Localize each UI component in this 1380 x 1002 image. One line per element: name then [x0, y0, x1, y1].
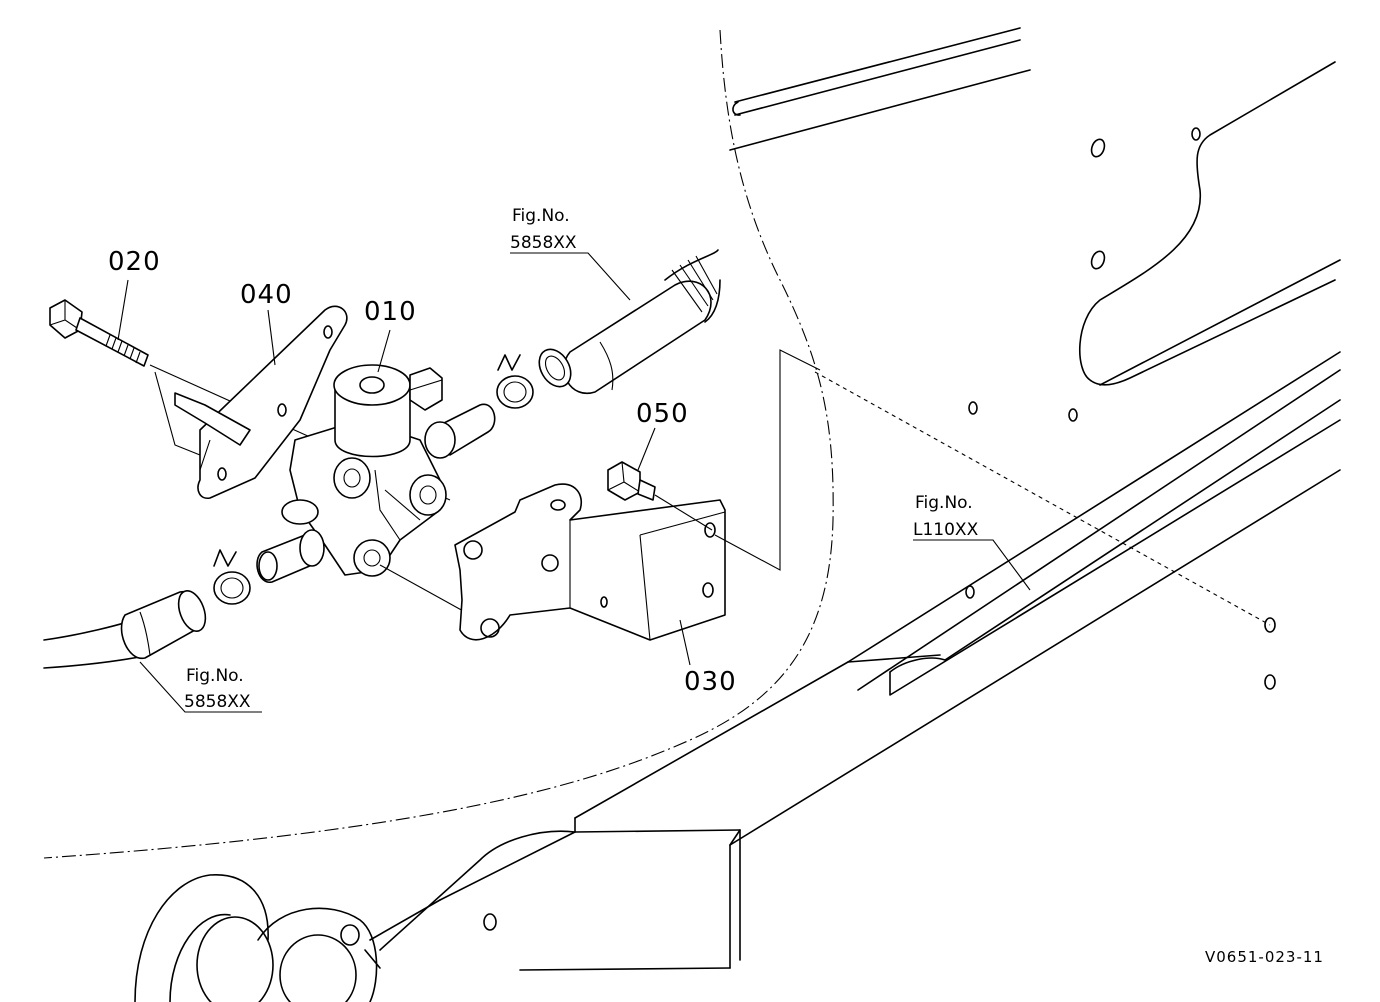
fig-ref-right-code: L110XX — [913, 520, 979, 540]
bolt-020 — [49, 299, 451, 501]
fig-ref-upper-code: 5858XX — [510, 233, 577, 253]
fig-ref-lower-prefix: Fig.No. — [186, 666, 244, 686]
hose-clamp-lower — [213, 549, 251, 605]
hose-clamp-upper — [496, 354, 534, 409]
leader-lines — [117, 252, 1276, 713]
bolt-050 — [607, 461, 713, 531]
part-label-010: 010 — [364, 297, 417, 327]
fig-ref-upper-prefix: Fig.No. — [512, 206, 570, 226]
valve-010 — [256, 364, 496, 613]
part-label-050: 050 — [636, 399, 689, 429]
drawing-code: V0651-023-11 — [1205, 948, 1324, 966]
cab-structure-outline — [43, 27, 1341, 1002]
bracket-040 — [174, 305, 348, 500]
hose-upper — [538, 249, 721, 395]
part-label-040: 040 — [240, 280, 293, 310]
hose-lower — [43, 590, 207, 669]
bracket-030 — [454, 349, 821, 641]
fig-ref-lower-code: 5858XX — [184, 692, 251, 712]
part-label-020: 020 — [108, 247, 161, 277]
part-label-030: 030 — [684, 667, 737, 697]
fig-ref-right-prefix: Fig.No. — [915, 493, 973, 513]
